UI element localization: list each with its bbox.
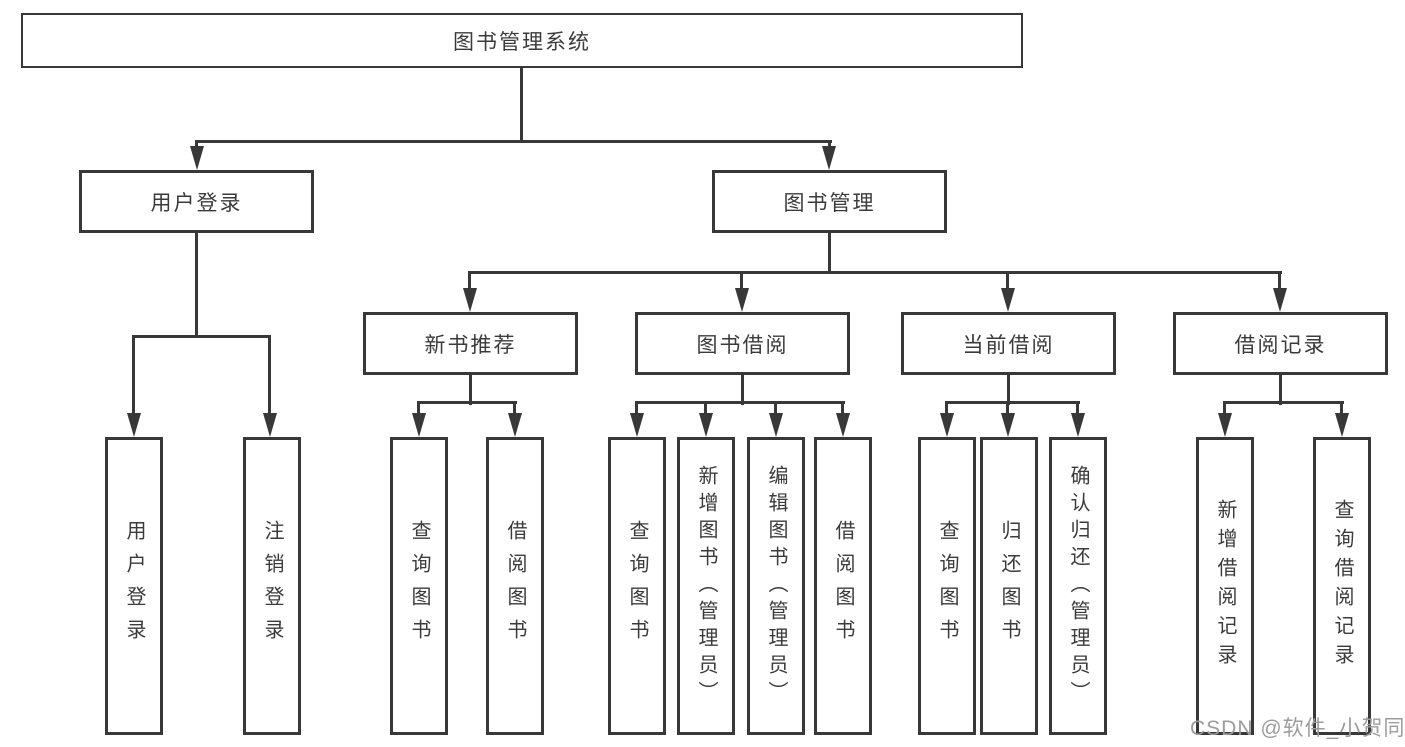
node-return-books: 归还图书 [980, 437, 1038, 735]
node-borrow-books-recommend: 借阅图书 [486, 437, 544, 735]
connector-line [774, 402, 777, 415]
arrow-down-icon [412, 413, 426, 437]
connector-line [1278, 272, 1281, 290]
node-edit-books-admin: 编辑图书（管理员） [747, 437, 805, 735]
connector-line [469, 375, 472, 405]
connector-line [1007, 375, 1010, 405]
arrow-down-icon [1001, 413, 1015, 437]
node-label: 用户登录 [123, 520, 145, 652]
connector-line [195, 140, 832, 143]
node-confirm-return-admin: 确认归还（管理员） [1049, 437, 1107, 735]
node-book-borrowing: 图书借阅 [635, 312, 850, 375]
connector-line [635, 402, 638, 415]
node-label: 图书管理 [783, 191, 876, 215]
node-logout: 注销登录 [243, 437, 301, 735]
arrow-down-icon [1001, 288, 1015, 312]
connector-line [132, 336, 135, 415]
connector-line [520, 68, 523, 143]
node-user-login: 用户登录 [79, 170, 314, 233]
connector-line [268, 336, 271, 415]
connector-line [945, 402, 948, 415]
connector-line [945, 401, 1080, 404]
node-label: 查询借阅记录 [1331, 499, 1353, 673]
node-label: 编辑图书（管理员） [765, 464, 787, 708]
node-label: 查询图书 [626, 520, 648, 652]
connector-line [841, 402, 844, 415]
node-label: 归还图书 [998, 520, 1020, 652]
connector-line [468, 272, 471, 290]
node-label: 图书管理系统 [453, 30, 591, 54]
connector-line [513, 402, 516, 415]
arrow-down-icon [463, 288, 477, 312]
node-label: 借阅记录 [1234, 333, 1327, 357]
connector-line [1006, 272, 1009, 290]
arrow-down-icon [508, 413, 522, 437]
node-borrowing-records: 借阅记录 [1173, 312, 1388, 375]
node-current-borrowing: 当前借阅 [901, 312, 1116, 375]
connector-line [195, 233, 198, 338]
node-label: 借阅图书 [504, 520, 526, 652]
node-label: 注销登录 [261, 520, 283, 652]
connector-line [1076, 402, 1079, 415]
connector-line [741, 375, 744, 405]
connector-line [828, 233, 831, 274]
node-label: 当前借阅 [962, 333, 1055, 357]
node-label: 查询图书 [936, 520, 958, 652]
connector-line [1006, 402, 1009, 415]
arrow-down-icon [822, 146, 836, 170]
arrow-down-icon [769, 413, 783, 437]
arrow-down-icon [190, 146, 204, 170]
connector-line [468, 271, 1282, 274]
node-borrow-books: 借阅图书 [814, 437, 872, 735]
node-label: 查询图书 [408, 520, 430, 652]
node-label: 新增借阅记录 [1214, 499, 1236, 673]
node-new-book-recommend: 新书推荐 [363, 312, 578, 375]
connector-line [195, 141, 198, 149]
arrow-down-icon [630, 413, 644, 437]
connector-line [132, 335, 271, 338]
arrow-down-icon [1218, 413, 1232, 437]
node-query-books-current: 查询图书 [918, 437, 976, 735]
arrow-down-icon [1335, 413, 1349, 437]
node-query-books-recommend: 查询图书 [390, 437, 448, 735]
arrow-down-icon [1071, 413, 1085, 437]
connector-line [740, 272, 743, 290]
node-user-login-leaf: 用户登录 [105, 437, 163, 735]
node-label: 确认归还（管理员） [1067, 464, 1089, 708]
node-add-borrow-record: 新增借阅记录 [1196, 437, 1254, 735]
connector-line [635, 401, 845, 404]
node-book-management: 图书管理 [712, 170, 947, 233]
connector-line [1340, 402, 1343, 415]
arrow-down-icon [263, 413, 277, 437]
node-label: 新增图书（管理员） [695, 464, 717, 708]
node-query-books-borrowing: 查询图书 [608, 437, 666, 735]
csdn-watermark: CSDN @软件_小贺同学 [1190, 717, 1405, 740]
node-label: 借阅图书 [832, 520, 854, 652]
connector-line [417, 401, 517, 404]
connector-line [417, 402, 420, 415]
node-label: 用户登录 [150, 191, 243, 215]
connector-line [704, 402, 707, 415]
connector-line [1223, 402, 1226, 415]
arrow-down-icon [1273, 288, 1287, 312]
connector-line [828, 141, 831, 149]
arrow-down-icon [735, 288, 749, 312]
node-add-books-admin: 新增图书（管理员） [677, 437, 735, 735]
arrow-down-icon [940, 413, 954, 437]
node-library-management-system: 图书管理系统 [21, 13, 1023, 68]
node-query-borrow-record: 查询借阅记录 [1313, 437, 1371, 735]
node-label: 图书借阅 [696, 333, 789, 357]
arrow-down-icon [127, 413, 141, 437]
connector-line [1223, 401, 1344, 404]
arrow-down-icon [699, 413, 713, 437]
node-label: 新书推荐 [424, 333, 517, 357]
connector-line [1279, 375, 1282, 405]
arrow-down-icon [836, 413, 850, 437]
